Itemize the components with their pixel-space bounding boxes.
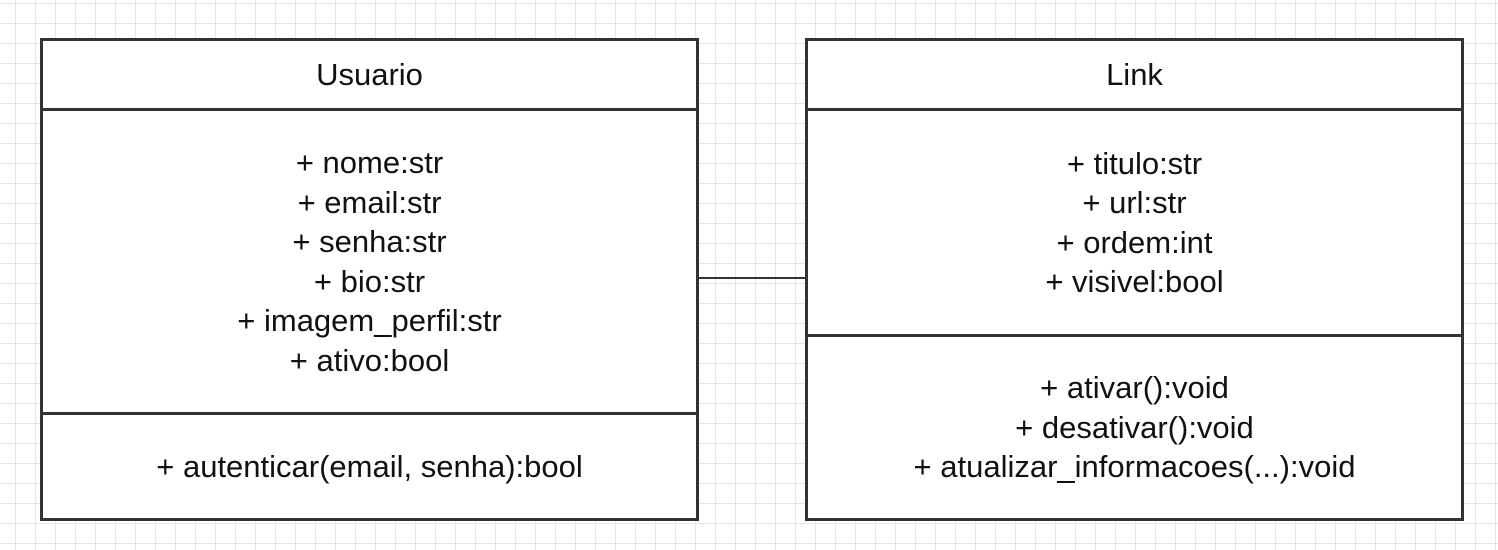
class-usuario-title: Usuario [43,41,696,111]
attribute-ativo: + ativo:bool [289,342,450,378]
method-atualizar-informacoes: + atualizar_informacoes(...):void [913,449,1356,485]
attribute-senha: + senha:str [292,224,447,259]
attribute-visivel: + visivel:bool [1045,264,1224,299]
class-link-title: Link [808,41,1461,111]
attribute-imagem-perfil: + imagem_perfil:str [237,303,502,338]
method-autenticar: + autenticar(email, senha):bool [156,448,583,484]
attribute-url: + url:str [1082,185,1187,220]
attribute-ordem: + ordem:int [1056,224,1213,260]
method-ativar: + ativar():void [1040,370,1229,406]
attribute-email: + email:str [297,184,442,220]
class-link[interactable]: Link + titulo:str + url:str + ordem:int … [805,38,1464,521]
class-link-attributes: + titulo:str + url:str + ordem:int + vis… [808,111,1461,337]
attribute-nome: + nome:str [295,145,444,180]
class-usuario[interactable]: Usuario + nome:str + email:str + senha:s… [40,38,699,521]
association-line-usuario-link[interactable] [697,277,807,279]
class-usuario-attributes: + nome:str + email:str + senha:str + bio… [43,111,696,415]
attribute-bio: + bio:str [313,263,426,299]
method-desativar: + desativar():void [1015,409,1254,445]
class-name: Usuario [316,56,423,92]
attribute-titulo: + titulo:str [1066,145,1203,181]
class-name: Link [1106,56,1163,92]
class-usuario-methods: + autenticar(email, senha):bool [43,415,696,518]
class-link-methods: + ativar():void + desativar():void + atu… [808,337,1461,518]
